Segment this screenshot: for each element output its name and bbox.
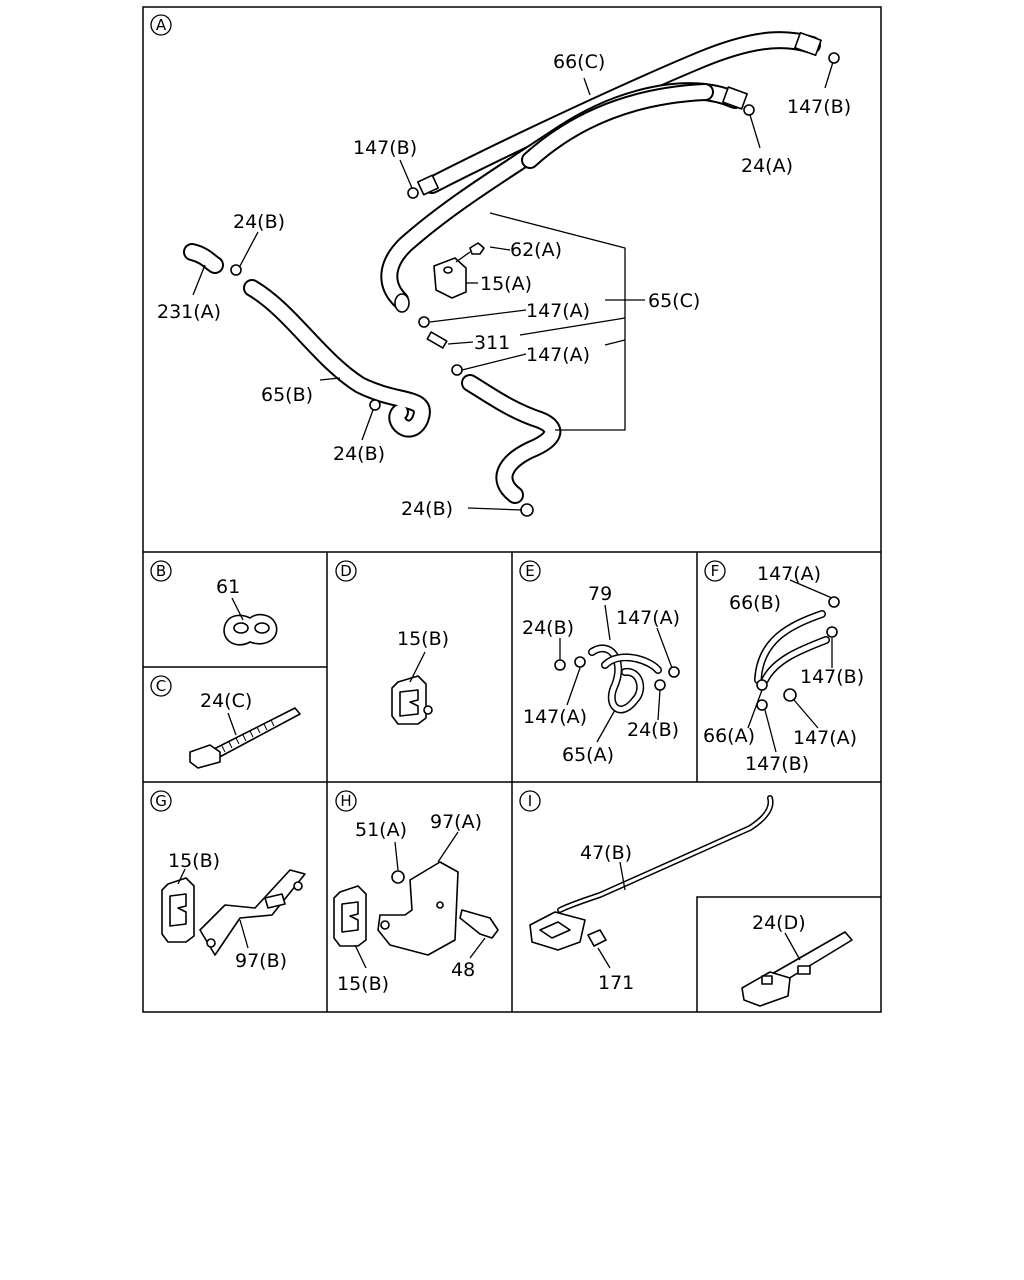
label-24b-mid: 24(B) [333,443,385,465]
section-g-drawing [161,868,306,956]
section-marker-a: A [150,14,172,36]
label-24d: 24(D) [752,912,806,934]
section-a-drawing [183,31,840,517]
label-97a: 97(A) [430,811,482,833]
label-79: 79 [588,583,612,605]
label-47b: 47(B) [580,842,632,864]
label-24b-bot: 24(B) [401,498,453,520]
label-24b-e2: 24(B) [627,719,679,741]
label-66c: 66(C) [553,51,605,73]
label-48: 48 [451,959,475,981]
section-marker-f: F [704,560,726,582]
svg-text:F: F [711,562,720,580]
svg-text:C: C [156,677,166,695]
label-147a-e1: 147(A) [616,607,680,629]
label-24b-top: 24(B) [233,211,285,233]
label-66b: 66(B) [729,592,781,614]
label-171: 171 [598,972,634,994]
section-marker-e: E [519,560,541,582]
label-65a: 65(A) [562,744,614,766]
label-61: 61 [216,576,240,598]
section-h-drawing [333,831,499,969]
label-51a: 51(A) [355,819,407,841]
section-marker-c: C [150,675,172,697]
section-e-drawing [554,604,680,743]
label-15b-h: 15(B) [337,973,389,995]
section-marker-h: H [335,790,357,812]
section-marker-i: I [519,790,541,812]
section-d-drawing [391,651,433,725]
section-f-drawing [747,579,840,753]
label-24c: 24(C) [200,690,252,712]
svg-text:I: I [528,792,532,810]
label-97b: 97(B) [235,950,287,972]
section-i-inset-drawing [741,931,853,1007]
label-66a: 66(A) [703,725,755,747]
section-i-drawing [529,795,774,969]
label-62a: 62(A) [510,239,562,261]
label-15b-d: 15(B) [397,628,449,650]
svg-text:A: A [156,16,167,34]
svg-text:B: B [156,562,166,580]
section-marker-b: B [150,560,172,582]
label-147a-f1: 147(A) [757,563,821,585]
label-147a-f2: 147(A) [793,727,857,749]
label-231a: 231(A) [157,301,221,323]
section-marker-g: G [150,790,172,812]
label-311: 311 [474,332,510,354]
section-marker-d: D [335,560,357,582]
label-65b: 65(B) [261,384,313,406]
section-b-drawing [223,597,278,646]
label-147a-e2: 147(A) [523,706,587,728]
section-c-drawing [189,707,301,769]
svg-text:D: D [340,562,352,580]
label-65c: 65(C) [648,290,700,312]
label-147b-f2: 147(B) [745,753,809,775]
svg-text:G: G [155,792,167,810]
label-147a-1: 147(A) [526,300,590,322]
label-147a-2: 147(A) [526,344,590,366]
svg-text:H: H [340,792,351,810]
label-147b-top: 147(B) [787,96,851,118]
label-15a: 15(A) [480,273,532,295]
panel-frames [142,6,882,1013]
label-147b-mid: 147(B) [353,137,417,159]
label-24b-e1: 24(B) [522,617,574,639]
svg-text:E: E [525,562,534,580]
label-24a: 24(A) [741,155,793,177]
label-147b-f1: 147(B) [800,666,864,688]
label-15b-g: 15(B) [168,850,220,872]
